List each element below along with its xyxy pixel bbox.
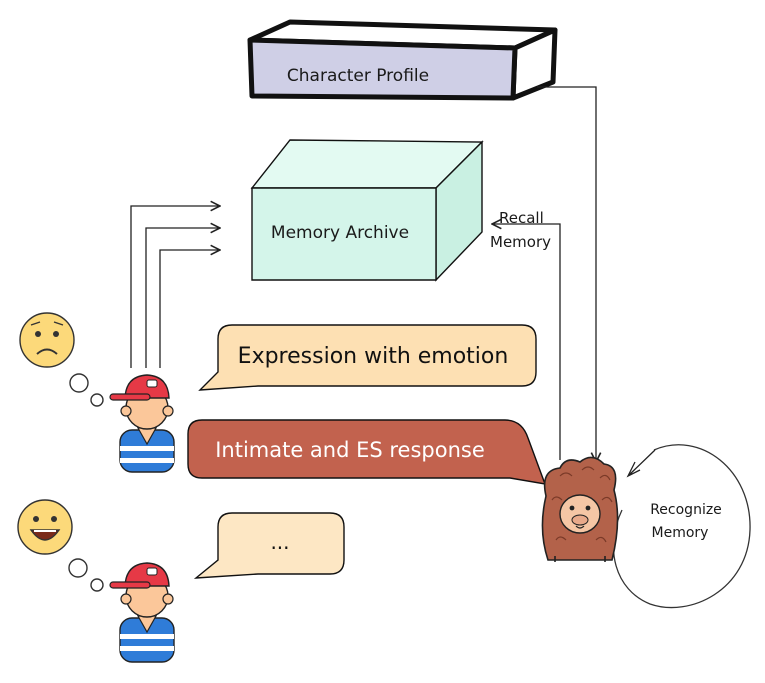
recognize-label-line2: Memory <box>652 525 709 541</box>
user-to-archive-arrow-2 <box>145 228 220 368</box>
user-avatar-icon <box>109 374 175 473</box>
recognize-memory-loop <box>612 444 751 609</box>
thought-dot-large <box>69 373 89 393</box>
memory-archive-box: Memory Archive <box>250 139 484 282</box>
bubble-response-text: Intimate and ES response <box>215 438 485 462</box>
profile-to-agent-arrow <box>537 86 596 462</box>
speech-bubble-emotion: Expression with emotion <box>198 324 537 391</box>
user-avatar-icon <box>109 562 175 663</box>
user-to-archive-arrow-1 <box>130 206 220 368</box>
connectors <box>130 86 751 609</box>
profile-box-front <box>247 37 518 101</box>
happy-face-icon <box>17 499 73 555</box>
user-to-archive-arrow-3 <box>159 250 220 368</box>
alpaca-agent-icon <box>541 456 619 562</box>
sad-face-icon <box>19 312 75 368</box>
archive-box-front <box>251 187 437 281</box>
thought-dot-large-2 <box>68 558 88 578</box>
archive-label: Memory Archive <box>271 223 409 243</box>
thought-dot-small-2 <box>90 578 104 592</box>
recognize-label-line1: Recognize <box>650 502 722 518</box>
bubble-emotion-text: Expression with emotion <box>238 344 509 369</box>
profile-label: Character Profile <box>287 66 429 86</box>
speech-bubble-response: Intimate and ES response <box>187 419 547 485</box>
recall-memory-arrow <box>492 224 561 460</box>
speech-bubble-ellipsis: ... <box>193 512 345 579</box>
thought-dot-small <box>90 393 104 407</box>
recognize-loop-arrowhead <box>626 449 656 478</box>
recall-label-line2: Memory <box>490 233 551 251</box>
bubble-ellipsis-text: ... <box>270 530 289 554</box>
character-profile-box: Character Profile <box>247 19 558 101</box>
recall-label-line1: Recall <box>499 209 544 227</box>
